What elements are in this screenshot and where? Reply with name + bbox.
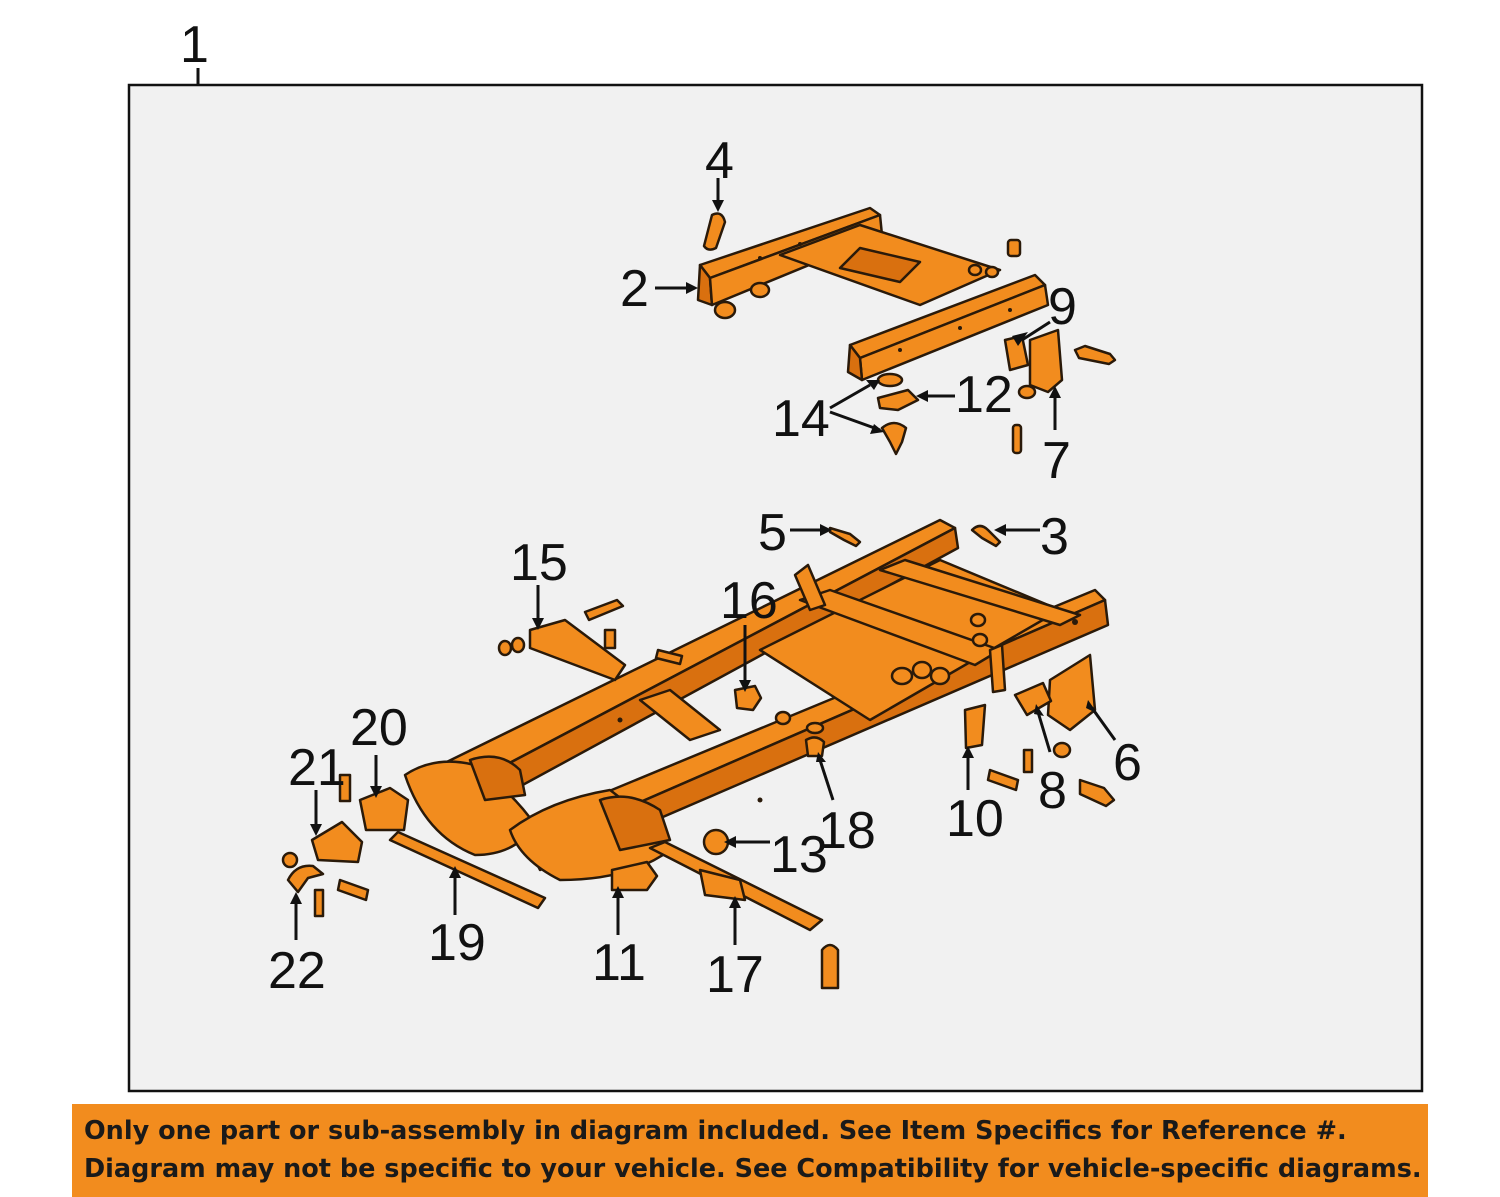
part-16: [733, 684, 763, 712]
part-7-washer: [1017, 384, 1037, 400]
part-5: [828, 526, 862, 548]
callout-4: 4: [705, 132, 734, 190]
part-12: [876, 388, 920, 412]
callout-8: 8: [1038, 762, 1067, 820]
main-frame-part: [403, 518, 1110, 882]
part-14-lower: [880, 421, 908, 456]
callout-22: 22: [268, 942, 326, 1000]
callout-1: 1: [180, 16, 209, 74]
part-15-washer-b: [510, 636, 526, 654]
part-8-stud: [1022, 748, 1034, 774]
part-10: [963, 703, 987, 750]
part-3: [970, 524, 1002, 548]
callout-18: 18: [818, 802, 876, 860]
part-7: [1028, 328, 1064, 394]
part-20: [358, 786, 410, 832]
part-17-stud: [820, 943, 840, 990]
part-21-stud: [338, 773, 352, 803]
callout-10: 10: [946, 790, 1004, 848]
part-21: [310, 820, 364, 864]
callout-5: 5: [758, 504, 787, 562]
part-15-washer-a: [497, 639, 513, 657]
part-22: [286, 864, 325, 894]
arrow-heads: [290, 200, 1098, 908]
callout-11: 11: [592, 934, 646, 992]
leader-lines: [294, 178, 1117, 945]
rear-subframe-part: [696, 206, 1050, 382]
callout-2: 2: [620, 260, 649, 318]
disclaimer-banner: Only one part or sub-assembly in diagram…: [72, 1104, 1428, 1197]
part-6-bolt: [1078, 778, 1116, 808]
callout-3: 3: [1040, 508, 1069, 566]
part-7-stud: [1011, 423, 1023, 455]
part-6: [1046, 653, 1097, 732]
part-22-bolt: [336, 878, 370, 902]
callout-13: 13: [770, 826, 828, 884]
part-17-bracket: [698, 868, 747, 902]
callout-19: 19: [428, 914, 486, 972]
callout-12: 12: [955, 366, 1013, 424]
part-8-washer: [1052, 741, 1072, 759]
part-7-bolt: [1073, 344, 1117, 366]
part-22-stud: [313, 888, 325, 918]
callout-20: 20: [350, 699, 408, 757]
part-15-stud: [603, 628, 617, 650]
part-15-bolt: [583, 598, 625, 622]
callout-7: 7: [1042, 432, 1071, 490]
callout-6: 6: [1113, 734, 1142, 792]
disclaimer-line-1: Only one part or sub-assembly in diagram…: [84, 1116, 1347, 1146]
part-8-bolt: [986, 768, 1020, 792]
part-14-upper: [876, 372, 904, 388]
callout-21: 21: [288, 739, 346, 797]
part-19: [388, 830, 547, 910]
disclaimer-line-2: Diagram may not be specific to your vehi…: [84, 1154, 1422, 1184]
part-8: [1013, 681, 1053, 717]
callout-16: 16: [720, 572, 778, 630]
part-18-cap: [805, 721, 825, 735]
part-16-washer: [774, 710, 792, 726]
part-22-washer: [281, 851, 299, 869]
parts-diagram: 1 2 3 4 5 6 7 8 9 10 11 12 13 14 15 16 1…: [127, 16, 1424, 1093]
part-18: [804, 736, 826, 758]
callout-15: 15: [510, 534, 568, 592]
part-15: [528, 618, 627, 682]
callout-17: 17: [706, 946, 764, 1004]
part-11: [610, 860, 659, 892]
callout-9: 9: [1048, 278, 1077, 336]
callout-14: 14: [772, 390, 830, 448]
part-4: [702, 212, 727, 251]
part-15-bolt-b: [654, 648, 684, 666]
